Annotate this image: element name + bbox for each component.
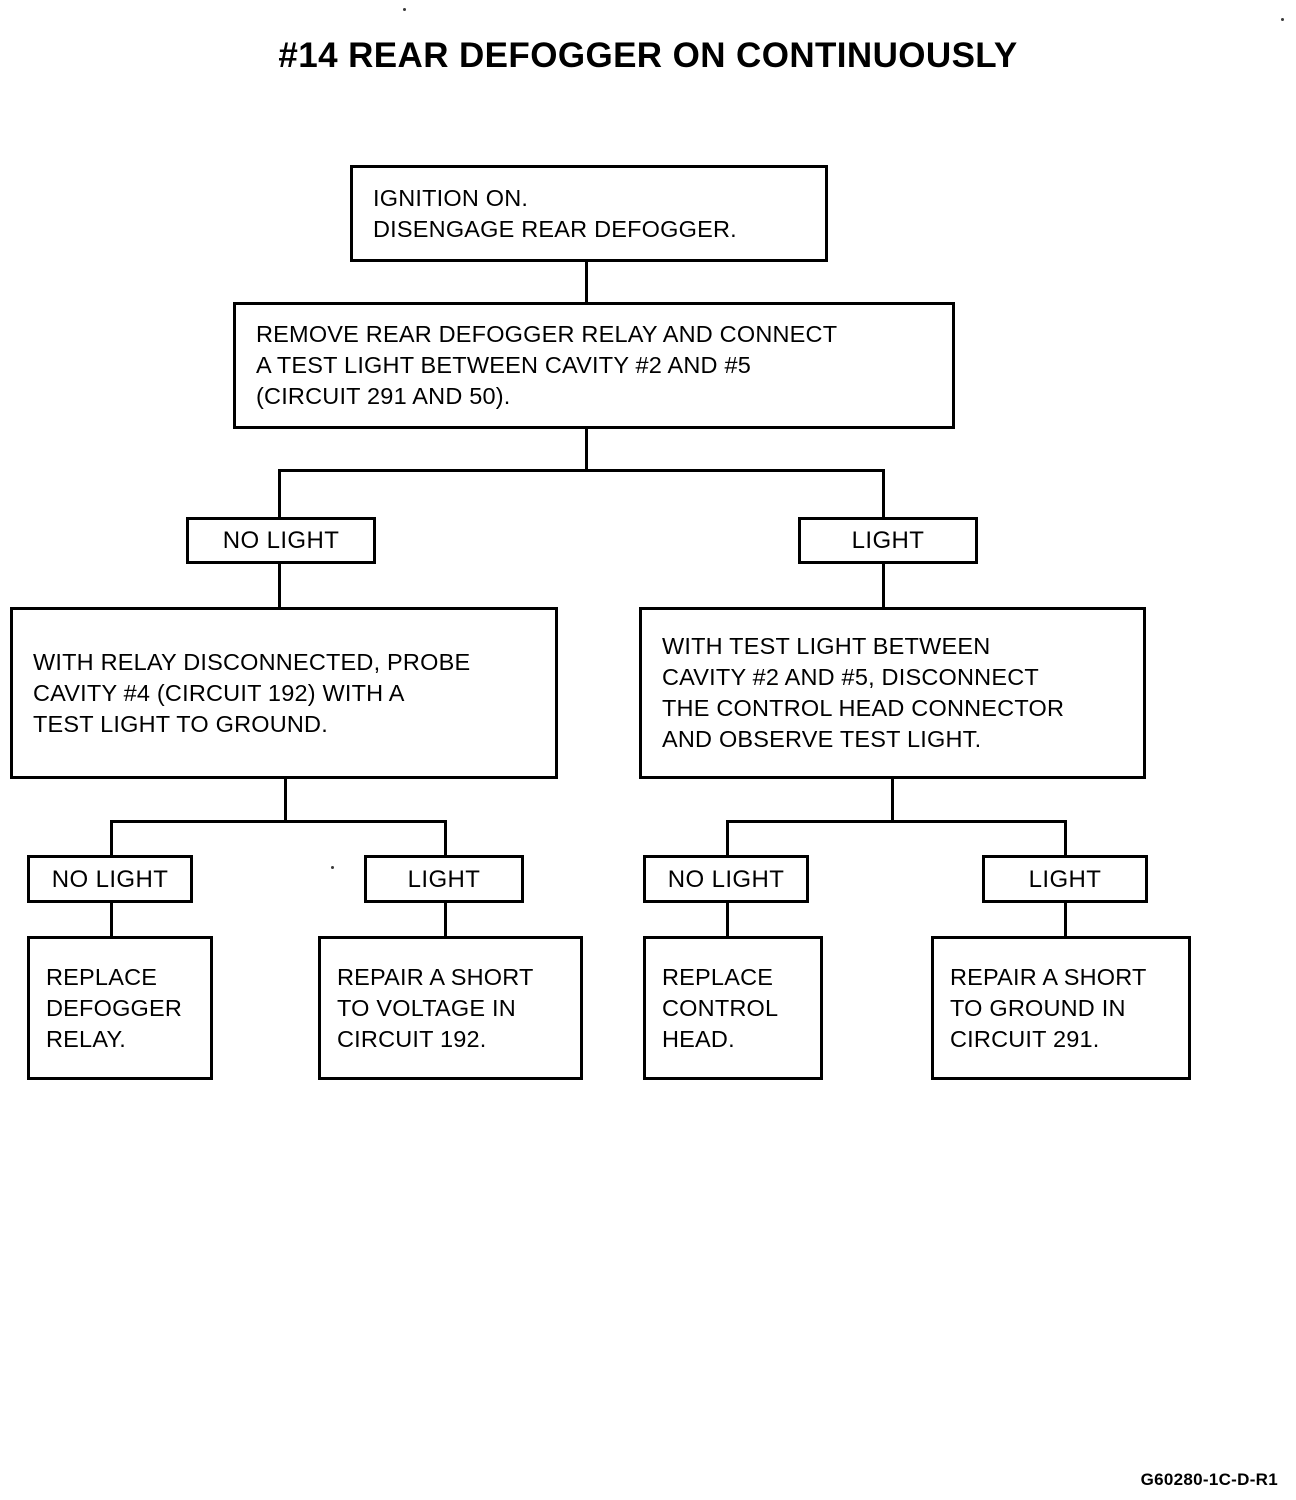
node-branch-r1-label: NO LIGHT <box>667 865 785 893</box>
connector-to-branch-a <box>278 469 281 520</box>
node-branch-l2-label: LIGHT <box>407 865 481 893</box>
connector-test-left-stem <box>284 779 287 823</box>
connector-test-right-stem <box>891 779 894 823</box>
connector-branch-r2-to-result <box>1064 903 1067 938</box>
page-title: #14 REAR DEFOGGER ON CONTINUOUSLY <box>278 36 1018 75</box>
connector-to-branch-l2 <box>444 820 447 857</box>
node-result-r2-label: REPAIR A SHORT TO GROUND IN CIRCUIT 291. <box>950 963 1147 1052</box>
connector-to-branch-l1 <box>110 820 113 857</box>
node-branch-b-label: LIGHT <box>851 527 925 554</box>
node-branch-r1: NO LIGHT <box>643 855 809 903</box>
node-branch-l1: NO LIGHT <box>27 855 193 903</box>
node-branch-r2-label: LIGHT <box>1028 865 1102 893</box>
connector-branch-b-to-test-right <box>882 564 885 609</box>
node-test-left-label: WITH RELAY DISCONNECTED, PROBE CAVITY #4… <box>33 648 471 737</box>
connector-to-branch-b <box>882 469 885 520</box>
scan-speck <box>331 866 334 869</box>
connector-test1-split-bar <box>278 469 885 472</box>
connector-branch-l1-to-result <box>110 903 113 938</box>
connector-test-left-split-bar <box>110 820 447 823</box>
node-branch-b: LIGHT <box>798 517 978 564</box>
connector-start-to-test1 <box>585 262 588 302</box>
node-result-r1: REPLACE CONTROL HEAD. <box>643 936 823 1080</box>
connector-branch-l2-to-result <box>444 903 447 938</box>
node-branch-r2: LIGHT <box>982 855 1148 903</box>
node-result-l2-label: REPAIR A SHORT TO VOLTAGE IN CIRCUIT 192… <box>337 963 534 1052</box>
connector-to-branch-r1 <box>726 820 729 857</box>
connector-test1-stem <box>585 429 588 472</box>
node-result-r2: REPAIR A SHORT TO GROUND IN CIRCUIT 291. <box>931 936 1191 1080</box>
scan-speck <box>403 8 406 11</box>
node-test-right: WITH TEST LIGHT BETWEEN CAVITY #2 AND #5… <box>639 607 1146 779</box>
node-branch-l2: LIGHT <box>364 855 524 903</box>
node-start: IGNITION ON. DISENGAGE REAR DEFOGGER. <box>350 165 828 262</box>
connector-to-branch-r2 <box>1064 820 1067 857</box>
node-result-l1: REPLACE DEFOGGER RELAY. <box>27 936 213 1080</box>
node-test1: REMOVE REAR DEFOGGER RELAY AND CONNECT A… <box>233 302 955 429</box>
node-test-right-label: WITH TEST LIGHT BETWEEN CAVITY #2 AND #5… <box>662 633 1065 752</box>
connector-test-right-split-bar <box>726 820 1067 823</box>
node-test-left: WITH RELAY DISCONNECTED, PROBE CAVITY #4… <box>10 607 558 779</box>
node-test1-label: REMOVE REAR DEFOGGER RELAY AND CONNECT A… <box>256 321 838 409</box>
node-result-l2: REPAIR A SHORT TO VOLTAGE IN CIRCUIT 192… <box>318 936 583 1080</box>
node-result-r1-label: REPLACE CONTROL HEAD. <box>662 963 779 1052</box>
node-start-label: IGNITION ON. DISENGAGE REAR DEFOGGER. <box>373 184 737 242</box>
node-branch-l1-label: NO LIGHT <box>51 865 169 893</box>
scan-speck <box>1281 18 1284 21</box>
connector-branch-r1-to-result <box>726 903 729 938</box>
node-branch-a-label: NO LIGHT <box>222 527 340 554</box>
node-branch-a: NO LIGHT <box>186 517 376 564</box>
connector-branch-a-to-test-left <box>278 564 281 609</box>
node-result-l1-label: REPLACE DEFOGGER RELAY. <box>46 963 183 1052</box>
footer-document-code: G60280-1C-D-R1 <box>1140 1470 1278 1489</box>
